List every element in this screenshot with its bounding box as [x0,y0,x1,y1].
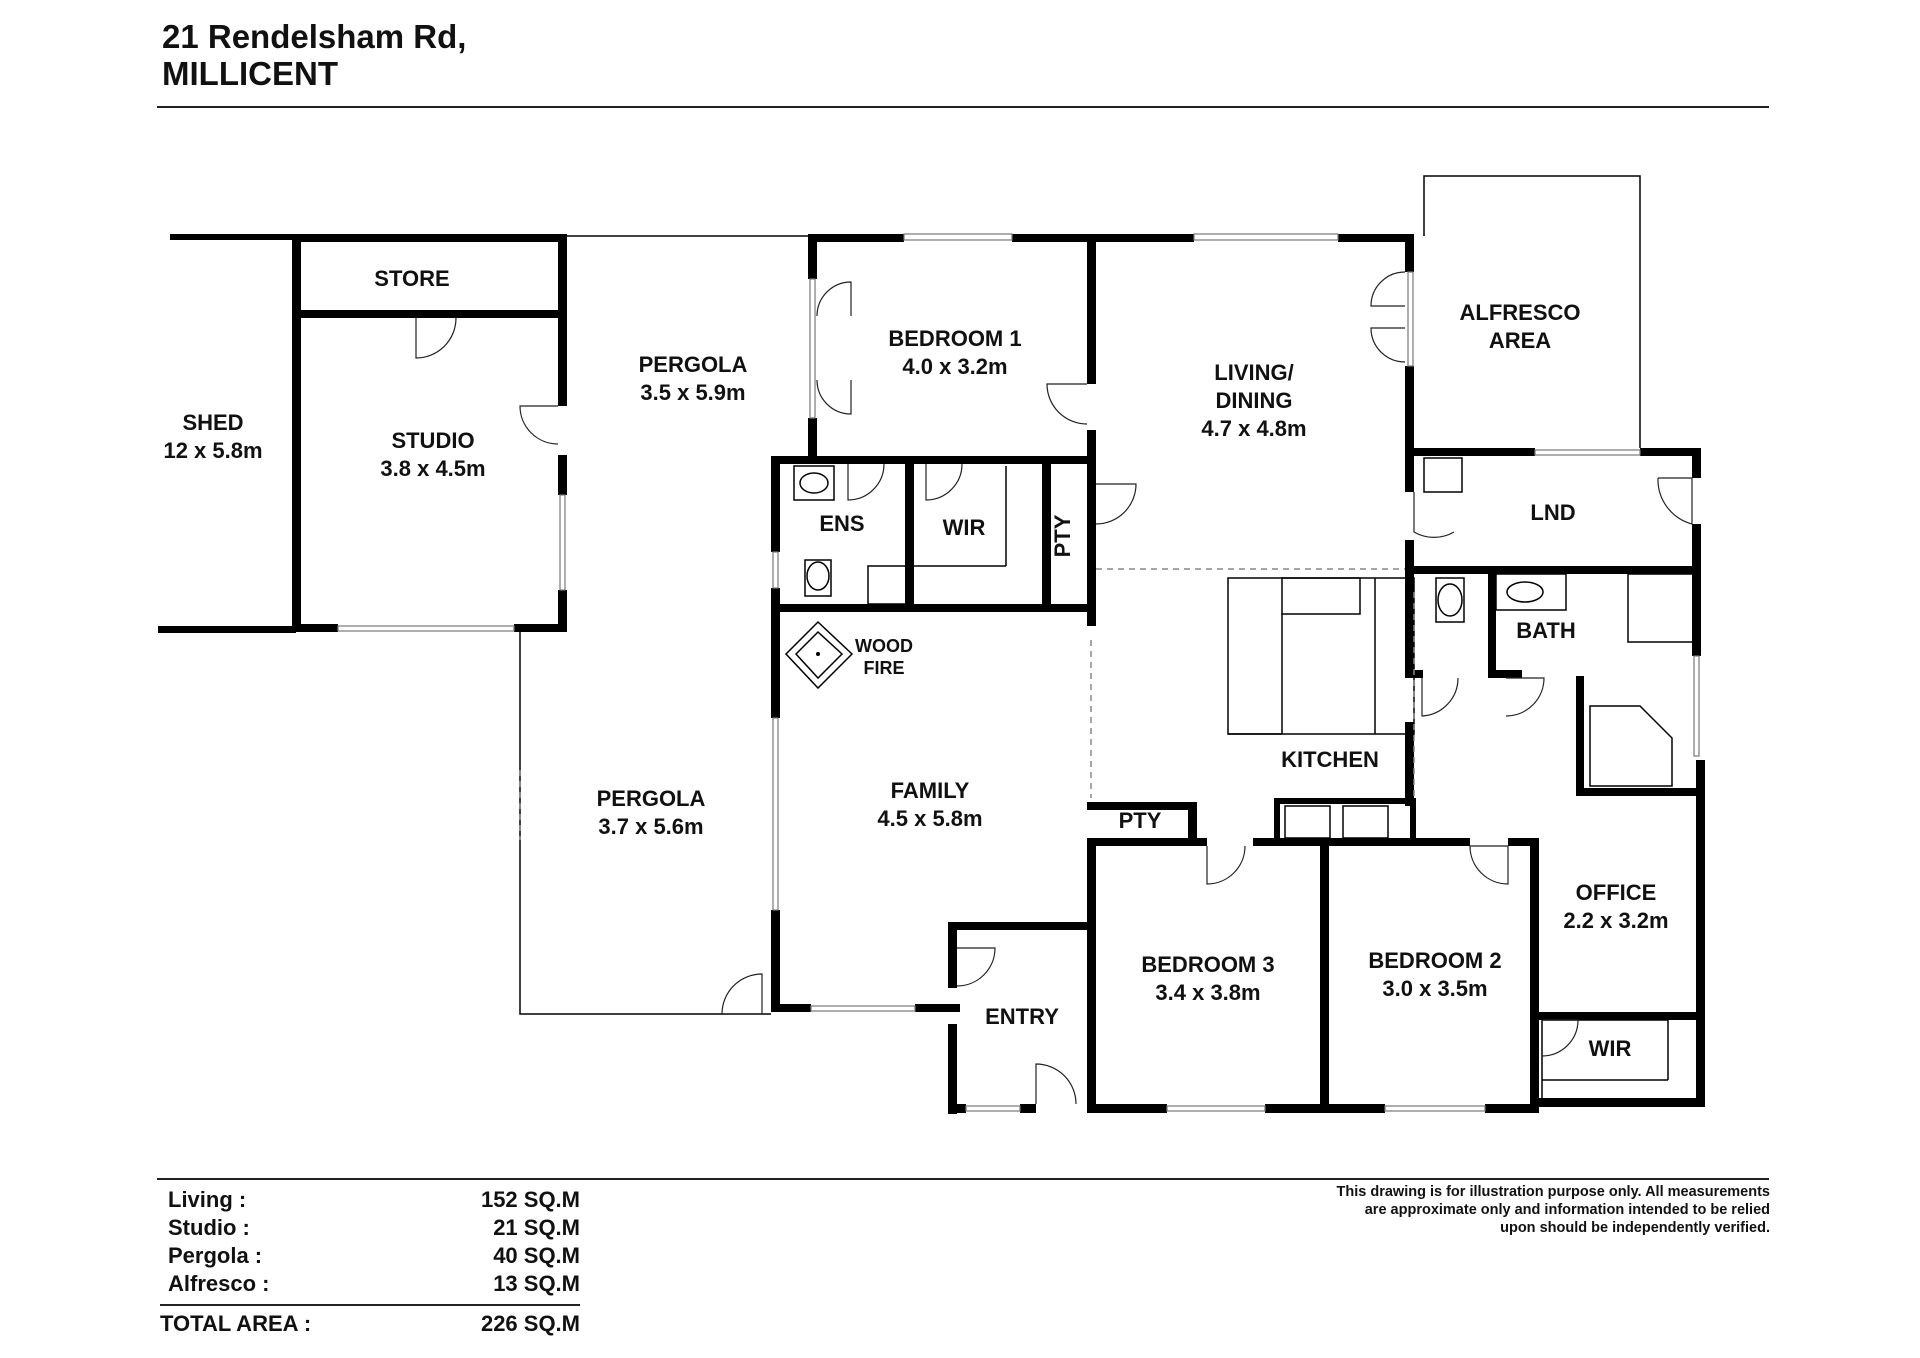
pergola-bottom-label: PERGOLA [597,786,706,811]
area-row-living: Living : 152 SQ.M [160,1186,580,1214]
alfresco-label-1: ALFRESCO [1460,300,1581,325]
area-value: 40 SQ.M [493,1243,580,1268]
bedroom1-label: BEDROOM 1 [888,326,1021,351]
pergola-top-dims: 3.5 x 5.9m [640,380,745,405]
area-row-studio: Studio : 21 SQ.M [160,1214,580,1242]
bedroom1-dims: 4.0 x 3.2m [902,354,1007,379]
area-row-alfresco: Alfresco : 13 SQ.M [160,1270,580,1298]
area-label: Studio : [168,1215,250,1240]
entry-label: ENTRY [985,1004,1059,1029]
bedroom3-label: BEDROOM 3 [1141,952,1274,977]
living-label-1: LIVING/ [1214,360,1293,385]
disclaimer-line-3: upon should be independently verified. [1500,1220,1770,1236]
address-title: 21 Rendelsham Rd, MILLICENT [162,18,466,92]
area-value: 152 SQ.M [480,1187,580,1212]
kitchen-label: KITCHEN [1281,747,1379,772]
wir-top-label: WIR [943,515,986,540]
pty-bottom-label: PTY [1119,808,1162,833]
family-dims: 4.5 x 5.8m [877,806,982,831]
wir-bottom-label: WIR [1589,1036,1632,1061]
header-divider [157,106,1769,108]
total-area-label: TOTAL AREA : [160,1311,312,1336]
bedroom3-dims: 3.4 x 3.8m [1155,980,1260,1005]
walls [158,234,1705,1114]
bedroom2-label: BEDROOM 2 [1368,948,1501,973]
area-label: Living : [168,1187,247,1212]
wood-fire-label-2: FIRE [863,658,904,678]
footer-divider [157,1178,1769,1180]
pergola-bottom-dims: 3.7 x 5.6m [598,814,703,839]
bath-label: BATH [1516,618,1575,643]
bedroom2-dims: 3.0 x 3.5m [1382,976,1487,1001]
ens-label: ENS [819,511,864,536]
shed-dims: 12 x 5.8m [163,438,262,463]
wood-fire-label-1: WOOD [855,636,913,656]
office-dims: 2.2 x 3.2m [1563,908,1668,933]
studio-dims: 3.8 x 4.5m [380,456,485,481]
disclaimer-line-1: This drawing is for illustration purpose… [1336,1184,1770,1200]
pty-top-label: PTY [1050,514,1075,557]
alfresco-label-2: AREA [1489,328,1551,353]
address-line-2: MILLICENT [162,55,338,92]
studio-label: STUDIO [391,428,474,453]
area-label: Pergola : [168,1243,263,1268]
office-label: OFFICE [1576,880,1657,905]
thin-outlines [519,175,1697,1098]
total-area-value: 226 SQ.M [480,1311,580,1336]
living-dims: 4.7 x 4.8m [1201,416,1306,441]
area-divider [160,1304,580,1306]
family-label: FAMILY [891,778,970,803]
area-value: 13 SQ.M [493,1271,580,1296]
windows [337,233,1700,1112]
shed-label: SHED [182,410,243,435]
address-line-1: 21 Rendelsham Rd, [162,18,467,55]
pergola-top-label: PERGOLA [639,352,748,377]
area-value: 21 SQ.M [493,1215,580,1240]
wood-fire-icon [784,620,854,690]
area-row-pergola: Pergola : 40 SQ.M [160,1242,580,1270]
doors [415,271,1693,1105]
total-area-row: TOTAL AREA : 226 SQ.M [160,1310,580,1338]
lnd-label: LND [1530,500,1575,525]
living-label-2: DINING [1216,388,1293,413]
area-summary: Living : 152 SQ.M Studio : 21 SQ.M Pergo… [160,1186,580,1338]
area-label: Alfresco : [168,1271,270,1296]
disclaimer-line-2: are approximate only and information int… [1364,1202,1770,1218]
dashed-openings [519,568,1415,840]
store-label: STORE [374,266,449,291]
disclaimer: This drawing is for illustration purpose… [1337,1183,1770,1237]
